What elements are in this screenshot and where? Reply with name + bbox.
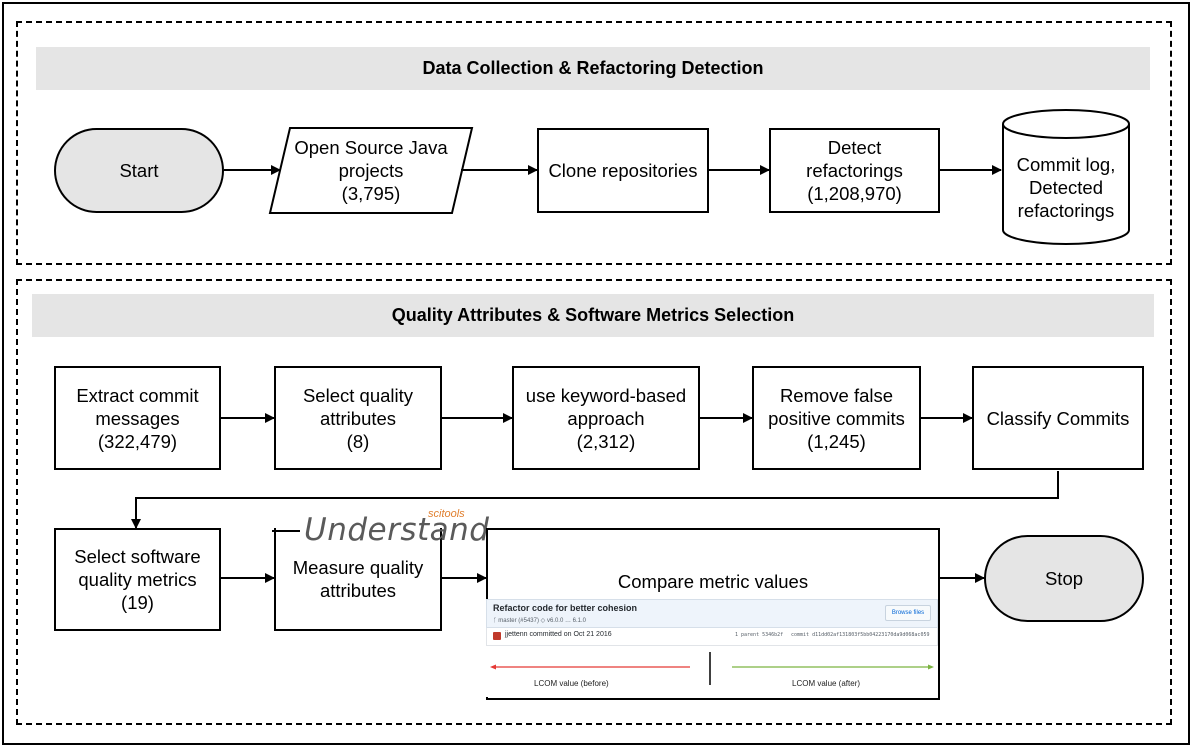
- classify-label: Classify Commits: [986, 407, 1130, 429]
- select-quality-node: Select quality attributes (8): [274, 366, 442, 470]
- projects-node: Open Source Java projects (3,795): [276, 128, 466, 213]
- commit-author: jjettenn committed on Oct 21 2016: [505, 631, 612, 638]
- commit-branch: master (#5437): [498, 618, 539, 624]
- branch-icon: ᚴ: [493, 618, 497, 624]
- section-title-text: Quality Attributes & Software Metrics Se…: [391, 305, 795, 325]
- stop-node: Stop: [984, 535, 1144, 622]
- start-label: Start: [119, 160, 159, 181]
- tag-icon: ◇: [540, 618, 546, 624]
- select-quality-label: Select quality attributes (8): [302, 384, 414, 452]
- classify-node: Classify Commits: [972, 366, 1144, 470]
- commit-log-node: Commit log, Detected refactorings: [1003, 140, 1129, 234]
- detect-node: Detect refactorings (1,208,970): [769, 128, 940, 213]
- extract-label: Extract commit messages (322,479): [76, 384, 199, 452]
- compare-label: Compare metric values: [617, 571, 809, 592]
- commit-tags: v6.0.0 … 6.1.0: [546, 618, 586, 624]
- commit-parent: 1 parent 5346b2f: [735, 632, 784, 638]
- commit-hash: commit d11dd02af131803f5bb04223170da9d06…: [791, 632, 930, 638]
- browse-files-button[interactable]: Browse files: [885, 605, 931, 621]
- commit-log-label: Commit log, Detected refactorings: [1016, 153, 1116, 221]
- remove-node: Remove false positive commits (1,245): [752, 366, 921, 470]
- section-title-quality-attributes: Quality Attributes & Software Metrics Se…: [32, 294, 1154, 337]
- commit-header: Refactor code for better cohesion ᚴ mast…: [486, 599, 938, 628]
- lcom-after-label: LCOM value (after): [792, 679, 861, 688]
- detect-label: Detect refactorings (1,208,970): [806, 137, 903, 204]
- keyword-label: use keyword-based approach (2,312): [525, 384, 687, 452]
- remove-label: Remove false positive commits (1,245): [768, 384, 905, 452]
- lcom-before-label: LCOM value (before): [534, 679, 609, 688]
- section-title-data-collection: Data Collection & Refactoring Detection: [36, 47, 1150, 90]
- scitools-logo: scitools: [428, 508, 465, 520]
- understand-logo: Understand: [304, 512, 490, 548]
- lcom-arrows: [490, 652, 934, 685]
- section-data-collection: [16, 21, 1172, 265]
- clone-label: Clone repositories: [548, 160, 698, 181]
- projects-parallelogram: [268, 127, 474, 214]
- select-metrics-label: Select software quality metrics (19): [74, 546, 201, 613]
- select-metrics-node: Select software quality metrics (19): [54, 528, 221, 631]
- measure-node: Measure quality attributes: [274, 528, 442, 631]
- section-quality-attributes: [16, 279, 1172, 725]
- lcom-after-arrowhead: [928, 664, 934, 670]
- commit-branch-tags: ᚴ master (#5437) ◇ v6.0.0 … 6.1.0: [493, 617, 586, 624]
- measure-label: Measure quality attributes: [292, 556, 424, 601]
- clone-node: Clone repositories: [537, 128, 709, 213]
- commit-log-database-icon: [1002, 109, 1130, 245]
- section-title-text: Data Collection & Refactoring Detection: [422, 58, 764, 78]
- logo-rule: [272, 530, 300, 532]
- extract-node: Extract commit messages (322,479): [54, 366, 221, 470]
- lcom-before-arrowhead: [490, 664, 496, 670]
- projects-label: Open Source Java projects (3,795): [294, 137, 448, 204]
- start-node: Start: [54, 128, 224, 213]
- avatar: [493, 632, 501, 640]
- commit-screenshot: Refactor code for better cohesion ᚴ mast…: [486, 599, 938, 697]
- stop-label: Stop: [1044, 568, 1084, 589]
- edge-classify-selectmetrics: [131, 471, 1059, 529]
- commit-author-row: jjettenn committed on Oct 21 2016 1 pare…: [486, 628, 938, 646]
- commit-title: Refactor code for better cohesion: [493, 603, 638, 613]
- keyword-node: use keyword-based approach (2,312): [512, 366, 700, 470]
